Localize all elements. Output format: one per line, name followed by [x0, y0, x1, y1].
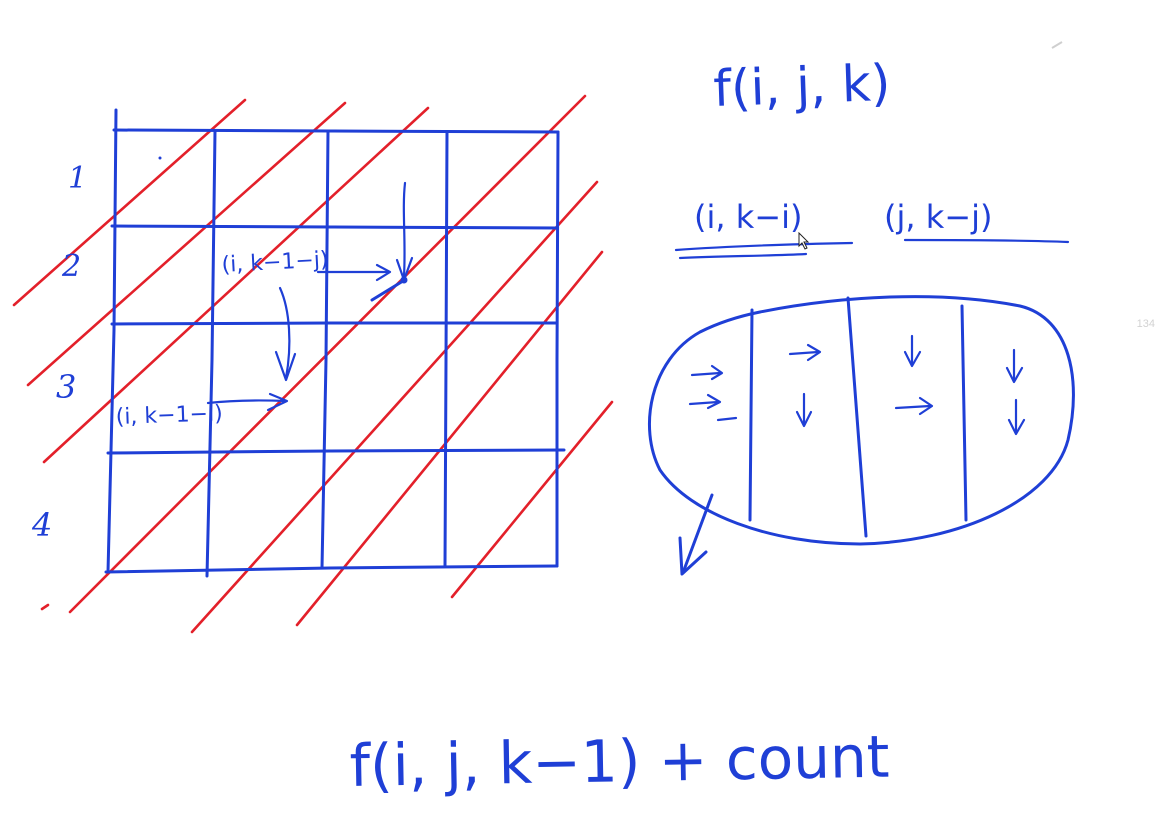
arrow-right [690, 371, 722, 377]
arrow-head [274, 350, 297, 382]
row-label: 3 [56, 368, 76, 406]
grid-line-v [320, 129, 330, 570]
grid-line-h [110, 321, 559, 326]
arrow-right [688, 400, 720, 406]
diagonal-line [450, 400, 614, 599]
oval-outline [648, 295, 1075, 546]
arrow-head [266, 392, 289, 412]
tick-mark [716, 416, 738, 422]
cell-label-left: (i, k−1−i) [115, 401, 223, 430]
arrow-head [903, 350, 922, 368]
cell-annotations: (i, k−1−j) (i, k−1−i) [115, 181, 414, 430]
oval-divider [748, 308, 754, 522]
title-formula: f(i, j, k) [712, 54, 891, 118]
arrow-right [894, 404, 932, 410]
oval-divider [960, 304, 968, 522]
row-label: 4 [31, 506, 52, 544]
target-dot [400, 276, 408, 284]
subproblem-right: (j, k−j) [884, 198, 992, 236]
exit-arrow [678, 493, 714, 576]
arrow-head [1007, 418, 1026, 436]
partition-oval [648, 295, 1075, 546]
arrow-head [678, 536, 708, 576]
arrow-down [278, 286, 291, 380]
grid-line-v [205, 129, 217, 578]
cell-label-top: (i, k−1−j) [221, 247, 329, 278]
diagonal-line [12, 98, 247, 307]
grid-line-v [106, 108, 118, 574]
underline-left [678, 252, 808, 260]
diagonal-tick [40, 603, 50, 611]
diagonal-lines [12, 94, 614, 634]
mouse-cursor-icon [798, 232, 810, 250]
arrow-diagonal [682, 493, 714, 572]
row-labels: 1 2 3 4 [31, 161, 87, 544]
page-number: 134 [1136, 318, 1155, 330]
subproblems: (i, k−i) (j, k−j) [674, 198, 1070, 260]
subproblem-left: (i, k−i) [694, 198, 802, 236]
arrow-head [795, 410, 813, 428]
grid-line-v [443, 130, 449, 568]
arrow-head [1005, 366, 1024, 384]
row-label: 2 [61, 249, 81, 284]
oval-divider [846, 296, 868, 538]
arrow-head [710, 364, 724, 381]
arrow-right [206, 399, 288, 405]
faint-mark [1051, 41, 1063, 49]
arrow-down [402, 181, 407, 278]
arrow-head [375, 263, 392, 282]
bottom-formula: f(i, j, k−1) + count [349, 723, 890, 800]
arrow-head [806, 343, 822, 362]
arrow-head [706, 393, 722, 410]
grid-line-h [104, 564, 559, 574]
grid-line-v [555, 130, 560, 568]
diagonal-line [26, 101, 347, 387]
grid [104, 108, 566, 578]
grid-line-h [106, 448, 566, 455]
diagonal-line [190, 180, 599, 634]
grid-line-h [112, 128, 560, 134]
diagonal-line [42, 106, 430, 464]
grid-line-h [110, 224, 559, 230]
underline-right [903, 238, 1070, 244]
row-label: 1 [68, 161, 87, 196]
grid-dot [158, 156, 162, 160]
diagonal-line [295, 250, 604, 627]
target-point [370, 279, 405, 302]
arrow-head [918, 396, 934, 416]
underline-left [674, 241, 854, 252]
arrow-right [788, 350, 820, 356]
